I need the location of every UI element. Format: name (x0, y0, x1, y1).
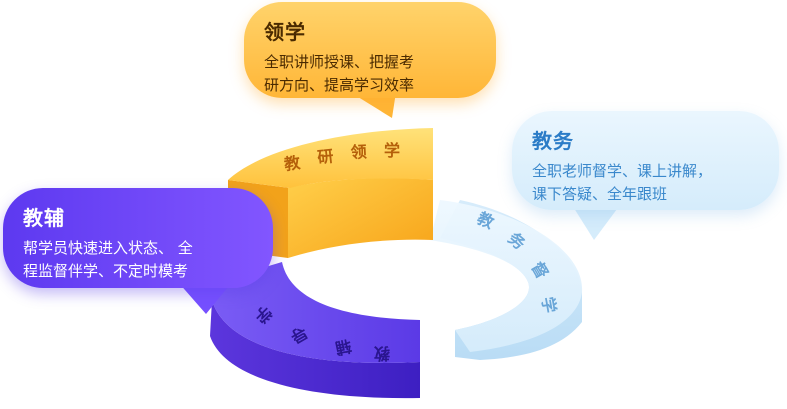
ring-label-top: 教 研 领 学 (283, 141, 400, 174)
ring-label-top-char: 研 (316, 146, 334, 167)
bubble-right-tail (572, 205, 620, 240)
bubble-right-desc: 全职老师督学、课上讲解， 课下答疑、全年跟班 (532, 160, 759, 206)
segment-left (210, 262, 420, 399)
bubble-top-desc-line: 研方向、提高学习效率 (264, 76, 415, 94)
segment-top-top (228, 128, 433, 188)
bubble-right: 教务 全职老师督学、课上讲解， 课下答疑、全年跟班 (512, 111, 779, 210)
segment-right (430, 200, 583, 360)
bubble-top-desc: 全职讲师授课、把握考 研方向、提高学习效率 (264, 51, 476, 97)
bubble-left-tail (178, 282, 232, 314)
bubble-left: 教辅 帮学员快速进入状态、 全 程监督伴学、不定时模考 (3, 188, 273, 288)
segment-left-side (210, 300, 420, 399)
ring-label-right-char: 学 (538, 295, 559, 314)
ring-label-left-char: 教 (373, 344, 390, 363)
bubble-left-desc: 帮学员快速进入状态、 全 程监督伴学、不定时模考 (23, 237, 253, 283)
bubble-top-desc-line: 全职讲师授课、把握考 (264, 53, 415, 71)
segment-left-top (212, 262, 420, 363)
bubble-top-tail (350, 92, 396, 118)
segment-right-top (430, 200, 583, 352)
bubble-top-title: 领学 (264, 20, 306, 44)
bubble-right-title: 教务 (532, 129, 574, 153)
bubble-right-desc-line: 课下答疑、全年跟班 (532, 185, 668, 203)
bubble-left-desc-line: 程监督伴学、不定时模考 (23, 262, 189, 280)
bubble-left-title: 教辅 (23, 206, 65, 230)
ring-label-top-char: 领 (350, 142, 367, 162)
ring-label-left-char: 辅 (334, 336, 354, 358)
bubble-top: 领学 全职讲师授课、把握考 研方向、提高学习效率 (244, 2, 496, 98)
bubble-left-desc-line: 帮学员快速进入状态、 全 (23, 239, 193, 257)
segment-top-front (288, 178, 433, 258)
ring-label-top-char: 教 (283, 153, 302, 174)
ring-label-top-char: 学 (384, 141, 400, 160)
bubble-right-desc-line: 全职老师督学、课上讲解， (532, 162, 713, 180)
